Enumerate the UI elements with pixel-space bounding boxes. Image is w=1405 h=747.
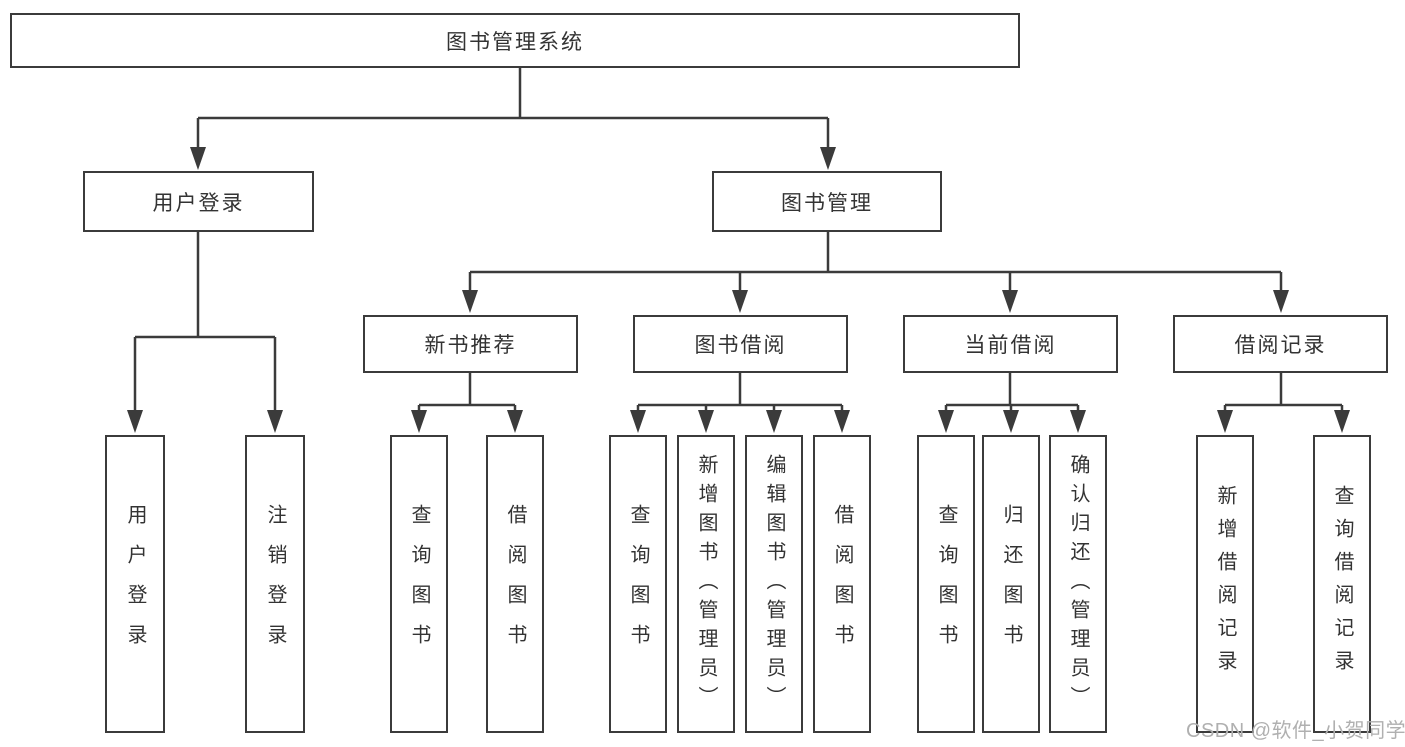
node-new-book-recommend: 新书推荐	[363, 315, 578, 373]
node-label: 新增借阅记录	[1214, 485, 1236, 683]
node-library-management-system: 图书管理系统	[10, 13, 1020, 68]
leaf-query-books-borrowing: 查询图书	[609, 435, 667, 733]
leaf-query-books-recommend: 查询图书	[390, 435, 448, 733]
node-label: 确认归还（管理员）	[1067, 453, 1089, 715]
leaf-logout: 注销登录	[245, 435, 305, 733]
node-label: 查询图书	[408, 504, 430, 664]
node-borrow-records: 借阅记录	[1173, 315, 1388, 373]
node-label: 图书借阅	[694, 334, 787, 357]
node-label: 图书管理	[781, 191, 873, 215]
node-user-login: 用户登录	[83, 171, 314, 232]
node-label: 新书推荐	[424, 334, 517, 357]
node-label: 编辑图书（管理员）	[763, 453, 785, 715]
node-label: 查询图书	[935, 504, 957, 664]
leaf-query-borrow-record: 查询借阅记录	[1313, 435, 1371, 733]
node-label: 借阅记录	[1234, 334, 1327, 357]
node-label: 借阅图书	[504, 504, 526, 664]
node-label: 新增图书（管理员）	[695, 453, 717, 715]
leaf-add-books-admin: 新增图书（管理员）	[677, 435, 735, 733]
node-label: 当前借阅	[964, 334, 1057, 357]
node-book-borrowing: 图书借阅	[633, 315, 848, 373]
leaf-return-books: 归还图书	[982, 435, 1040, 733]
csdn-watermark: CSDN @软件_小贺同学	[1186, 720, 1405, 742]
leaf-edit-books-admin: 编辑图书（管理员）	[745, 435, 803, 733]
node-label: 图书管理系统	[446, 30, 584, 54]
node-book-management: 图书管理	[712, 171, 942, 232]
leaf-confirm-return-admin: 确认归还（管理员）	[1049, 435, 1107, 733]
node-label: 用户登录	[152, 191, 245, 215]
leaf-user-login: 用户登录	[105, 435, 165, 733]
node-label: 归还图书	[1000, 504, 1022, 664]
node-label: 查询借阅记录	[1331, 485, 1353, 683]
leaf-borrow-books-recommend: 借阅图书	[486, 435, 544, 733]
node-label: 注销登录	[264, 504, 286, 664]
leaf-borrow-books: 借阅图书	[813, 435, 871, 733]
leaf-query-books-current: 查询图书	[917, 435, 975, 733]
node-label: 用户登录	[124, 504, 146, 664]
leaf-add-borrow-record: 新增借阅记录	[1196, 435, 1254, 733]
node-current-borrowing: 当前借阅	[903, 315, 1118, 373]
node-label: 借阅图书	[831, 504, 853, 664]
node-label: 查询图书	[627, 504, 649, 664]
